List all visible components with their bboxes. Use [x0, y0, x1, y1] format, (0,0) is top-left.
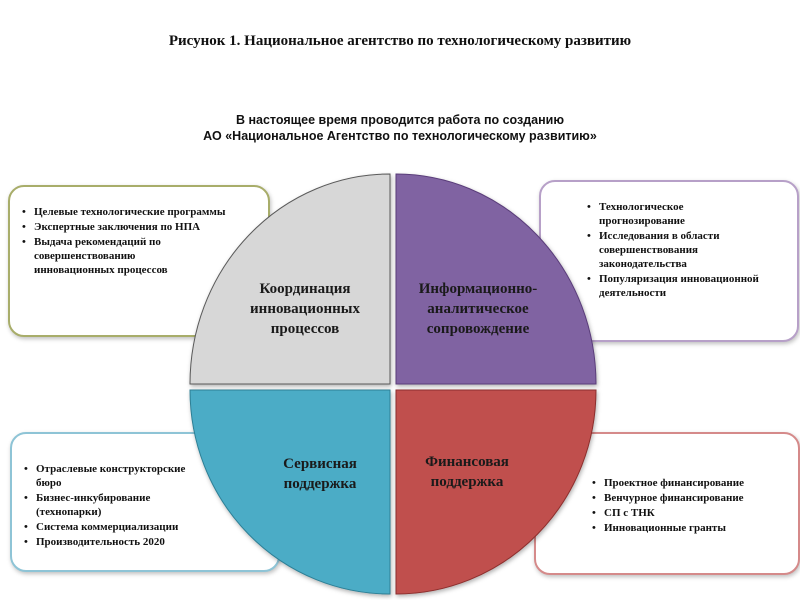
financial-item: СП с ТНК: [592, 506, 788, 520]
service-item: Система коммерциализации: [24, 520, 268, 534]
service-item: Отраслевые конструкторские бюро: [24, 462, 186, 490]
figure-title: Рисунок 1. Национальное агентство по тех…: [168, 33, 632, 49]
label-coordination-line: Координация: [259, 281, 351, 297]
information-item: Популяризация инновационной деятельности: [587, 272, 787, 300]
quadrant-financial: [395, 389, 597, 595]
label-information-line: Информационно-: [418, 281, 538, 297]
label-service-line: поддержка: [283, 476, 357, 492]
label-coordination-line: процессов: [270, 321, 340, 337]
financial-item: Инновационные гранты: [592, 521, 788, 535]
label-financial-line: Финансовая: [425, 454, 509, 470]
financial-item: Проектное финансирование: [592, 476, 788, 490]
subtitle: В настоящее время проводится работа по с…: [150, 112, 650, 144]
label-service: Сервисная поддержка: [255, 454, 385, 494]
quadrant-information: [395, 173, 597, 385]
label-financial: Финансовая поддержка: [402, 452, 532, 492]
coordination-item: Целевые технологические программы: [22, 205, 258, 219]
service-item: Производительность 2020: [24, 535, 268, 549]
coordination-item: Экспертные заключения по НПА: [22, 220, 258, 234]
label-coordination-line: инновационных: [250, 301, 360, 317]
label-coordination: Координация инновационных процессов: [230, 279, 380, 339]
service-item: Бизнес-инкубирование (технопарки): [24, 491, 206, 519]
coordination-item: Выдача рекомендаций по совершенствованию…: [22, 235, 204, 277]
subtitle-line-2: АО «Национальное Агентство по технологич…: [203, 129, 597, 143]
financial-item: Венчурное финансирование: [592, 491, 788, 505]
label-information: Информационно- аналитическое сопровожден…: [398, 279, 558, 339]
subtitle-line-1: В настоящее время проводится работа по с…: [235, 113, 565, 127]
quadrant-service: [189, 389, 391, 595]
label-information-line: сопровождение: [426, 321, 530, 337]
label-financial-line: поддержка: [430, 474, 504, 490]
label-information-line: аналитическое: [427, 301, 529, 317]
callout-coordination: Целевые технологические программы Экспер…: [8, 185, 270, 337]
information-item: Исследования в области совершенствования…: [587, 229, 759, 271]
label-service-line: Сервисная: [283, 456, 357, 472]
information-item: Технологическое прогнозирование: [587, 200, 739, 228]
quadrant-coordination: [189, 173, 391, 385]
